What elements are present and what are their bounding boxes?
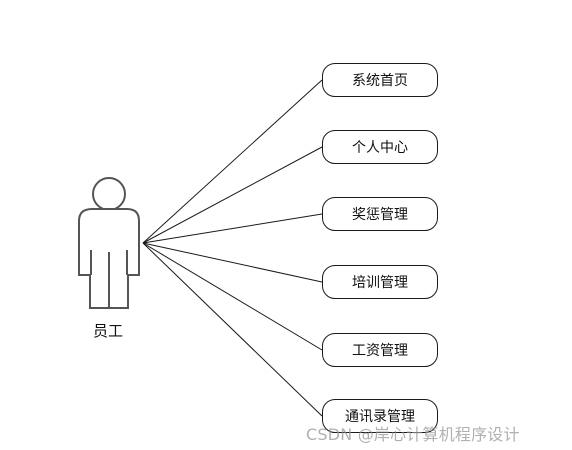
association-line (142, 242, 323, 417)
use-case-system-home[interactable]: 系统首页 (322, 63, 438, 97)
use-case-rewards-penalties[interactable]: 奖惩管理 (322, 197, 438, 231)
association-line (142, 146, 323, 244)
actor-label: 员工 (92, 322, 123, 340)
use-case-training-management[interactable]: 培训管理 (322, 265, 438, 299)
association-lines (142, 79, 323, 417)
association-line (142, 242, 323, 351)
watermark: CSDN @岸心计算机程序设计 (306, 425, 520, 444)
use-case-salary-management[interactable]: 工资管理 (322, 333, 438, 367)
person-actor-icon (78, 177, 140, 309)
use-case-personal-center[interactable]: 个人中心 (322, 130, 438, 164)
association-line (142, 79, 323, 244)
use-case-contacts-management[interactable]: 通讯录管理 (322, 399, 438, 433)
association-line (142, 213, 323, 244)
association-line (142, 242, 323, 283)
